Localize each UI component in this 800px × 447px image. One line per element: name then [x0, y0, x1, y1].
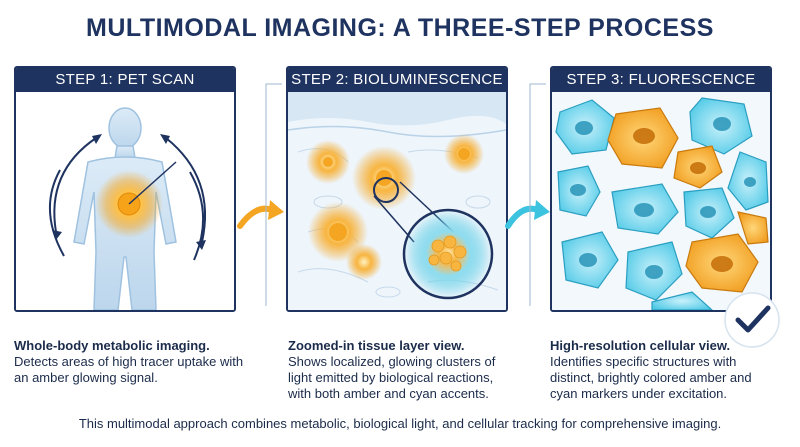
- step-3-text: Identifies specific structures with dist…: [550, 354, 752, 401]
- step-1-lead: Whole-body metabolic imaging.: [14, 338, 210, 353]
- step-2-panel: STEP 2: BIOLUMINESCENCE: [286, 66, 508, 312]
- checkmark-icon: [724, 292, 780, 348]
- step-2-lead: Zoomed-in tissue layer view.: [288, 338, 465, 353]
- step-1-panel: STEP 1: PET SCAN: [14, 66, 236, 312]
- step-2-header: STEP 2: BIOLUMINESCENCE: [288, 68, 506, 92]
- step-3-panel: STEP 3: FLUORESCENCE: [550, 66, 772, 312]
- connector-line: [265, 83, 282, 306]
- step-2-text: Shows localized, glowing clusters of lig…: [288, 354, 496, 401]
- step-2-caption: Zoomed-in tissue layer view. Shows local…: [288, 338, 518, 402]
- step-3-header: STEP 3: FLUORESCENCE: [552, 68, 770, 92]
- page-title: MULTIMODAL IMAGING: A THREE-STEP PROCESS: [86, 14, 714, 42]
- fluorescence-illustration: [552, 92, 770, 310]
- step-1-caption: Whole-body metabolic imaging. Detects ar…: [14, 338, 244, 386]
- bioluminescence-illustration: [288, 92, 506, 310]
- rotation-arrows-icon: [49, 137, 206, 261]
- footer-text: This multimodal approach combines metabo…: [78, 416, 722, 431]
- step-3-lead: High-resolution cellular view.: [550, 338, 731, 353]
- connector-line: [529, 83, 546, 306]
- pet-scan-illustration: [16, 92, 234, 310]
- step-1-header: STEP 1: PET SCAN: [16, 68, 234, 92]
- step-1-text: Detects areas of high tracer uptake with…: [14, 354, 244, 385]
- curved-arrow-icon: [505, 200, 550, 229]
- step-3-caption: High-resolution cellular view. Identifie…: [550, 338, 780, 402]
- curved-arrow-icon: [237, 200, 284, 229]
